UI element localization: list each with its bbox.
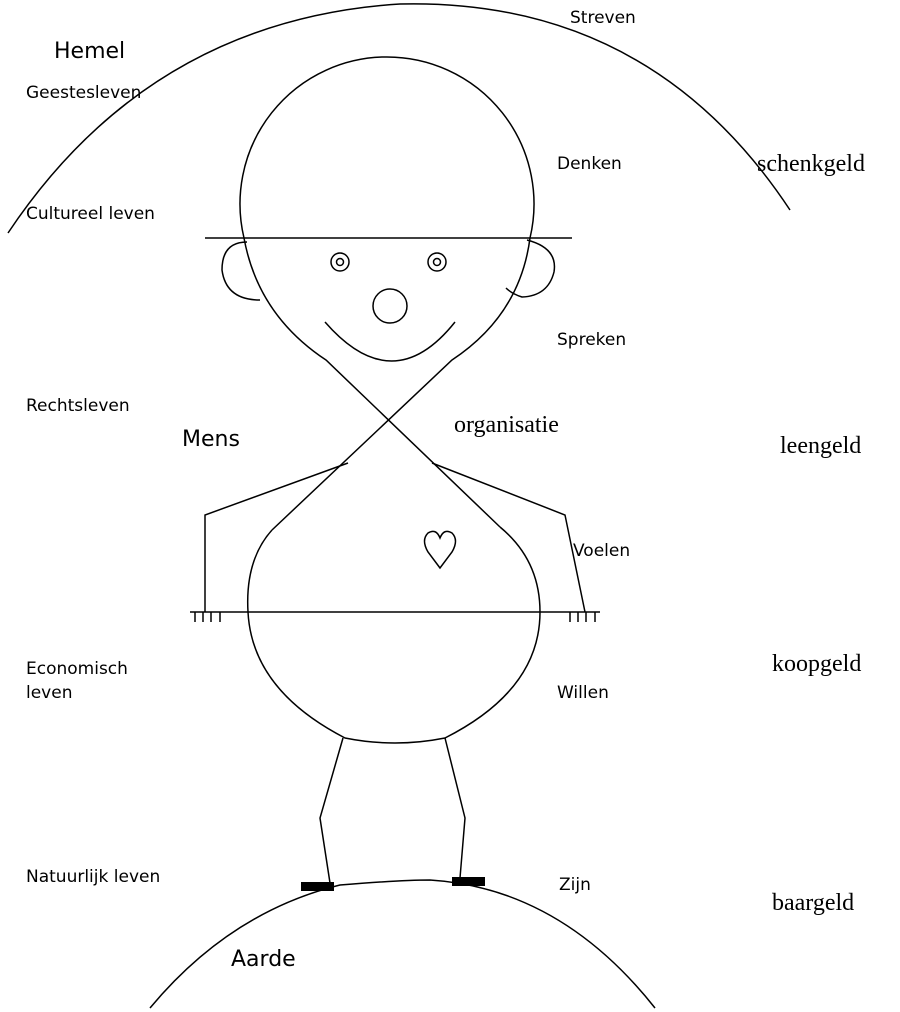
- nose: [372, 288, 408, 324]
- head-circle: [239, 56, 535, 239]
- left-leg: [319, 737, 344, 884]
- label-willen: Willen: [557, 683, 609, 703]
- label-hemel: Hemel: [54, 39, 125, 64]
- label-economisch: Economisch: [26, 659, 128, 679]
- label-baargeld: baargeld: [772, 890, 854, 916]
- label-koopgeld: koopgeld: [772, 651, 861, 677]
- label-schenkgeld: schenkgeld: [757, 151, 865, 177]
- label-voelen: Voelen: [573, 541, 630, 561]
- label-cultureel-leven: Cultureel leven: [26, 204, 155, 224]
- right-leg: [444, 737, 466, 879]
- eye-icon: [427, 252, 447, 272]
- mouth: [324, 321, 456, 362]
- label-geestesleven: Geestesleven: [26, 83, 141, 103]
- jaw-cross-right: [271, 237, 531, 531]
- earth-arc: [149, 879, 656, 1009]
- left-foot: [301, 882, 334, 891]
- heart-icon: [423, 530, 457, 570]
- eye-icon: [330, 252, 350, 272]
- label-mens: Mens: [182, 427, 240, 452]
- left-hand: [194, 612, 221, 622]
- right-arm: [431, 462, 586, 613]
- label-leengeld: leengeld: [780, 433, 861, 459]
- label-denken: Denken: [557, 154, 622, 174]
- label-streven: Streven: [570, 8, 636, 28]
- heaven-arc: [7, 3, 791, 234]
- label-leven: leven: [26, 683, 72, 703]
- torso: [246, 526, 541, 744]
- left-arm: [204, 462, 349, 612]
- label-natuurlijk-leven: Natuurlijk leven: [26, 867, 160, 887]
- label-organisatie: organisatie: [454, 412, 559, 438]
- label-spreken: Spreken: [557, 330, 626, 350]
- right-ear: [505, 239, 556, 298]
- right-foot: [452, 877, 485, 886]
- jaw-cross-left: [243, 237, 501, 528]
- label-aarde: Aarde: [231, 947, 296, 972]
- figure-head: [205, 56, 572, 531]
- right-hand: [569, 612, 596, 622]
- label-zijn: Zijn: [559, 875, 591, 895]
- left-ear: [221, 241, 261, 301]
- label-rechtsleven: Rechtsleven: [26, 396, 130, 416]
